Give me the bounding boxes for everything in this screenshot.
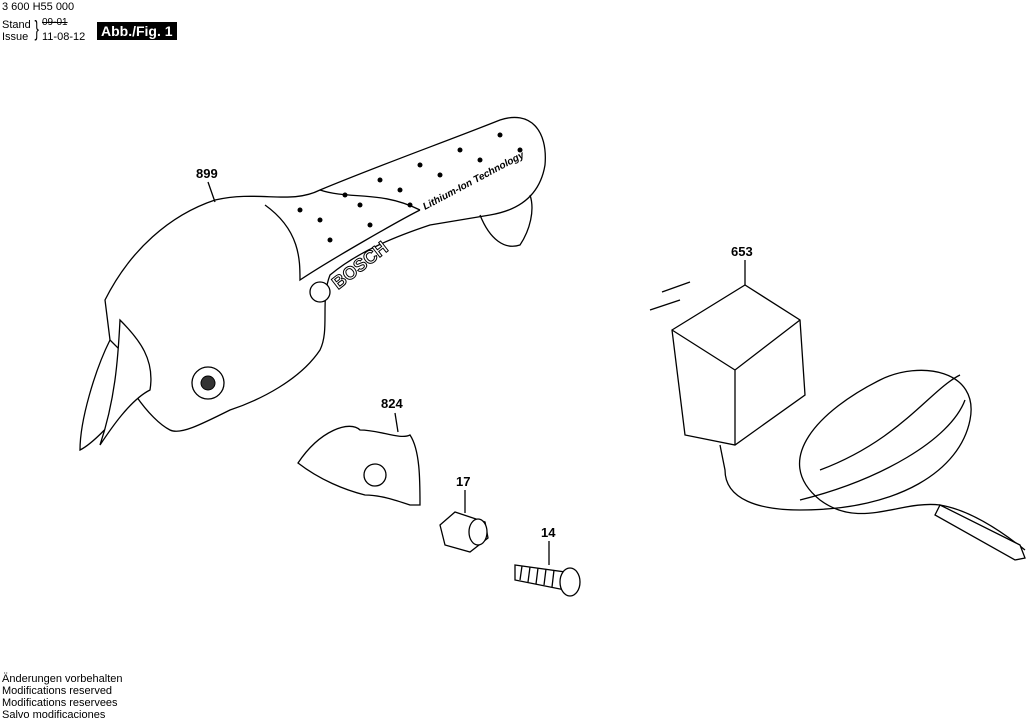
stand-label: Stand	[2, 19, 31, 31]
bushing	[439, 511, 489, 553]
part-label-824: 824	[381, 396, 403, 411]
note-french: Modifications reservees	[2, 697, 118, 709]
part-label-653: 653	[731, 244, 753, 259]
issue-label: Issue	[2, 31, 29, 43]
blade	[297, 425, 421, 506]
note-english: Modifications reserved	[2, 685, 113, 697]
part-label-14: 14	[541, 525, 556, 540]
issue-date: 11-08-12	[42, 31, 86, 43]
charger	[649, 281, 1026, 561]
brace: }	[34, 16, 39, 41]
footer-notes: Änderungen vorbehalten Modifications res…	[2, 673, 122, 721]
document-number: 3 600 H55 000	[2, 1, 75, 13]
note-spanish: Salvo modificaciones	[2, 709, 106, 721]
note-german: Änderungen vorbehalten	[2, 673, 123, 685]
stand-date: 09-01	[42, 17, 68, 28]
part-label-899: 899	[196, 166, 218, 181]
figure-label: Abb./Fig. 1	[97, 22, 177, 40]
shear-tool-body: BOSCH Lithium-Ion Technology	[79, 116, 546, 452]
screw	[514, 564, 581, 597]
part-label-17: 17	[456, 474, 470, 489]
